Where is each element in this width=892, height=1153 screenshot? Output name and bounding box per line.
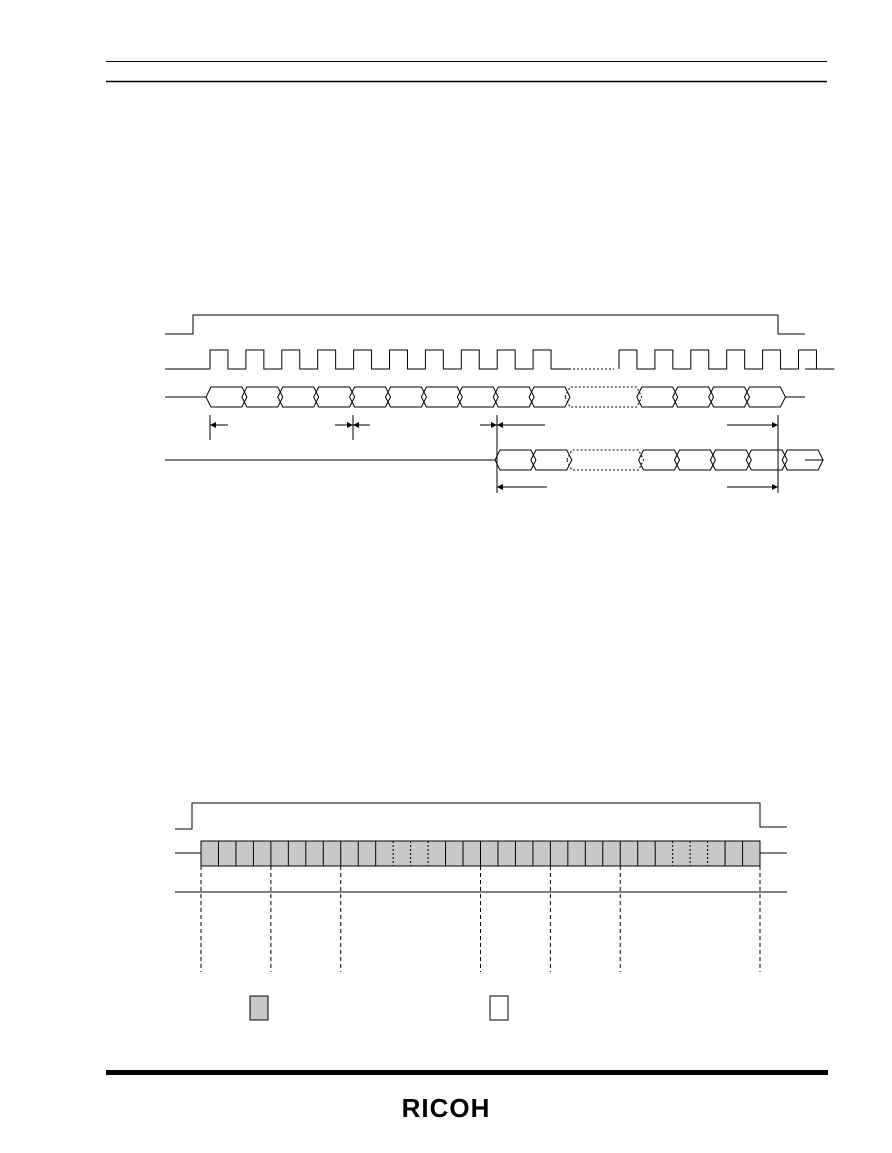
arrow-head xyxy=(347,422,353,428)
open-legend-box xyxy=(489,995,509,1021)
data-bit-cell xyxy=(492,386,535,408)
arrow-head xyxy=(772,484,778,490)
frame-cells xyxy=(200,840,761,867)
data-bit-cell xyxy=(566,449,645,471)
data-bit-cell xyxy=(205,386,248,408)
data-bit-cell xyxy=(528,386,571,408)
data-bit-cell xyxy=(708,386,751,408)
data-bit-cell xyxy=(313,386,356,408)
serial-timing-diagram xyxy=(165,314,835,493)
data-bit-cell xyxy=(745,449,788,471)
arrow-head xyxy=(497,422,503,428)
data-bit-cell xyxy=(743,386,786,408)
timing-arrows xyxy=(210,422,778,490)
frame-dashed-markers xyxy=(200,866,761,972)
data-bit-cell xyxy=(638,449,681,471)
data-bit-cell xyxy=(673,449,716,471)
data-in-signal xyxy=(165,386,805,408)
data-bit-cell xyxy=(672,386,715,408)
arrow-head xyxy=(772,422,778,428)
data-bit-cell xyxy=(384,386,427,408)
frame-ce-signal xyxy=(175,802,787,830)
data-bit-cell xyxy=(349,386,392,408)
data-out-signal xyxy=(165,449,824,471)
arrow-head xyxy=(353,422,359,428)
data-bit-cell xyxy=(494,449,537,471)
data-bit-cell xyxy=(636,386,679,408)
ce-signal xyxy=(165,314,805,335)
arrow-head xyxy=(491,422,497,428)
data-bit-cell xyxy=(420,386,463,408)
footer-rule xyxy=(106,1070,828,1075)
data-bit-cell xyxy=(241,386,284,408)
frame-diagram xyxy=(175,802,787,972)
shaded-legend-box xyxy=(249,995,269,1021)
data-bit-cell xyxy=(564,386,643,408)
arrow-head xyxy=(497,484,503,490)
ricoh-logo: RICOH xyxy=(401,1093,491,1123)
data-bit-cell xyxy=(456,386,499,408)
arrow-head xyxy=(210,422,216,428)
data-bit-cell xyxy=(530,449,573,471)
clock-wave-segment xyxy=(618,349,835,370)
data-bit-cell xyxy=(709,449,752,471)
clock-signal xyxy=(165,349,835,370)
data-bit-cell xyxy=(277,386,320,408)
clock-wave-segment xyxy=(165,349,569,370)
